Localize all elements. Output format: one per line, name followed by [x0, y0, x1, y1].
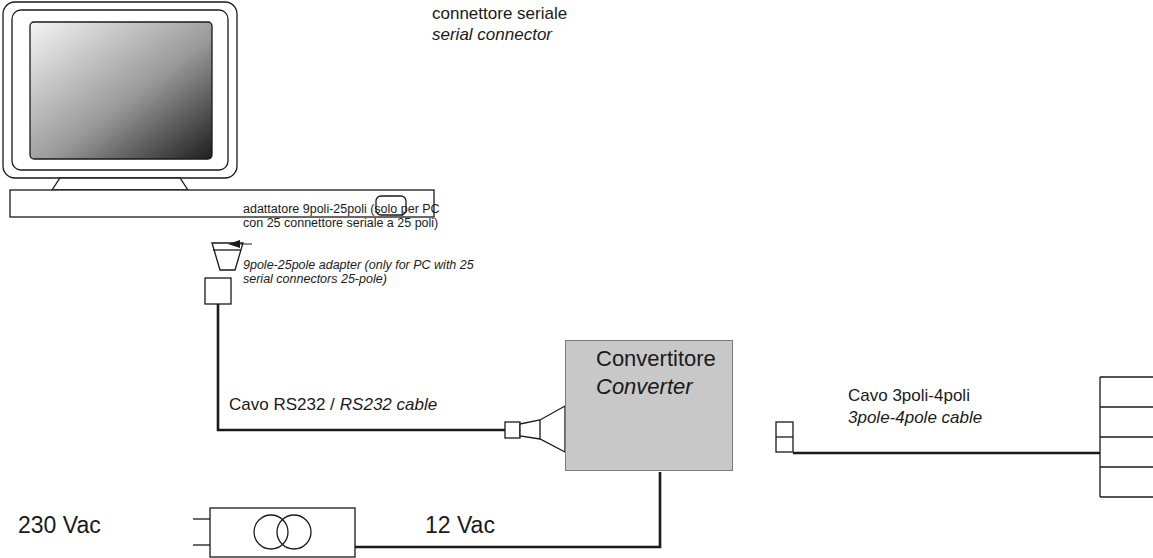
plug-hood — [520, 406, 565, 452]
cable-label: 3pole-4pole cable — [848, 408, 982, 428]
part-label: connettore seriale — [432, 4, 567, 24]
converter-box: ConvertitoreConverter — [565, 340, 733, 471]
cable-label: Cavo 3poli-4poli — [848, 386, 970, 406]
plug-hood-edge — [539, 420, 540, 439]
12vac-wire — [355, 472, 660, 547]
label-text: 12 Vac — [425, 512, 495, 538]
cable-label: RS232 cable — [340, 395, 437, 415]
adapter-pointer-head — [228, 240, 240, 248]
3pole-connector — [776, 422, 793, 452]
label-text: adattatore 9poli-25poli (solo per PC con… — [243, 202, 440, 230]
label-text: 9pole-25pole adapter (only for PC with 2… — [243, 258, 474, 286]
transformer-box — [210, 508, 355, 557]
terminal-line — [1100, 376, 1153, 377]
adapter-pointer — [240, 244, 252, 245]
label-text: serial connector — [432, 25, 552, 44]
transformer-winding — [277, 515, 311, 549]
terminal-line — [1100, 436, 1153, 437]
label-text: connettore seriale — [432, 4, 567, 23]
note-text: adattatore 9poli-25poli (solo per PC con… — [243, 202, 443, 231]
cable-plug — [505, 422, 520, 438]
box-title: Convertitore — [596, 345, 724, 373]
mains-pin — [193, 518, 210, 519]
box-title: Converter — [596, 373, 724, 401]
monitor-screen — [30, 22, 212, 159]
terminal-line — [1100, 466, 1153, 467]
label-text: 3pole-4pole cable — [848, 408, 982, 427]
mains-pin — [193, 544, 210, 545]
note-text: 9pole-25pole adapter (only for PC with 2… — [243, 258, 483, 287]
part-label: serial connector — [432, 25, 552, 45]
monitor-case — [3, 2, 237, 178]
transformer-winding — [254, 515, 288, 549]
terminal-line — [1100, 496, 1153, 497]
3pole-4pole-cable — [793, 452, 1100, 455]
voltage-label: 230 Vac — [18, 512, 101, 538]
label-text: 230 Vac — [18, 512, 101, 538]
monitor-stand — [52, 178, 188, 190]
voltage-label: 12 Vac — [425, 512, 495, 538]
label-text: RS232 cable — [340, 395, 437, 414]
rs232-cable — [218, 304, 505, 430]
label-text: Cavo RS232 / — [229, 395, 335, 414]
db9-connector — [205, 278, 231, 304]
terminal-line — [1100, 406, 1153, 407]
label-text: Cavo 3poli-4poli — [848, 386, 970, 405]
3pole-connector-divider — [776, 436, 793, 437]
monitor-bezel — [12, 10, 228, 170]
adapter-rim — [213, 249, 241, 250]
cable-label: Cavo RS232 / — [229, 395, 335, 415]
